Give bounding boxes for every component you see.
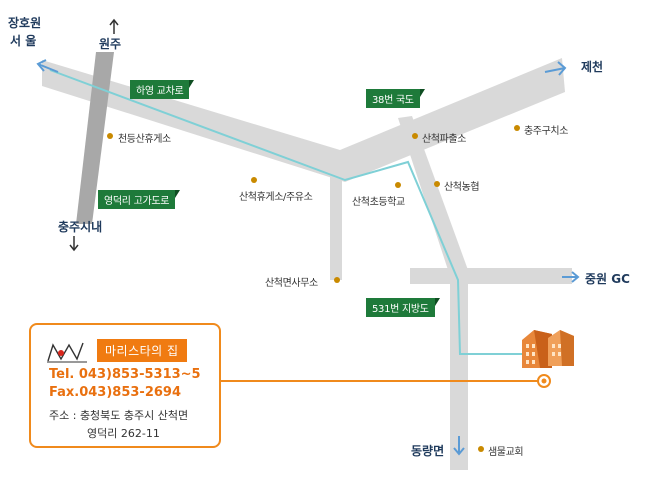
- direction-janghowon: 장호원: [8, 16, 42, 30]
- arrow-icon: [36, 59, 59, 73]
- direction-seoul: 서 울: [10, 34, 37, 48]
- contact-info-box: 마리스타의 집 Tel. 043)853-5313~5 Fax.043)853-…: [29, 323, 221, 448]
- place-dots: [107, 125, 520, 452]
- expressway: [76, 52, 114, 224]
- phone-number: Tel. 043)853-5313~5: [49, 367, 201, 382]
- road-tag-route38: 38번 국도: [366, 89, 425, 108]
- direction-wonju: 원주: [99, 37, 122, 51]
- direction-jecheon: 제천: [581, 60, 604, 74]
- road-to-jungwon-gc: [410, 268, 572, 284]
- route38-road: [42, 58, 565, 182]
- arrow-icon: [544, 61, 567, 76]
- place-sancheok-nonghyup: 산척농협: [444, 182, 480, 193]
- location-marker-icon: [537, 374, 551, 388]
- arrow-icon: [109, 18, 119, 34]
- shop-name: 마리스타의 집: [97, 339, 187, 362]
- place-sancheok-school: 산척초등학교: [352, 197, 405, 208]
- direction-dongnyang: 동량면: [411, 444, 445, 458]
- direction-chungju-city: 충주시내: [58, 220, 103, 234]
- place-chungju-gucheso: 충주구치소: [524, 126, 569, 137]
- road-tag-haeyoung-bridge: 하영 교차로: [130, 80, 195, 99]
- arrow-icon: [453, 436, 465, 456]
- logo-icon: [47, 342, 87, 363]
- place-sancheok-police: 산척파출소: [422, 134, 467, 145]
- direction-jungwon-gc: 중원 GC: [585, 272, 630, 286]
- place-saemmul-church: 샘물교회: [488, 447, 524, 458]
- building-icon: [522, 330, 574, 368]
- road-to-office: [330, 168, 342, 280]
- road-tag-route531: 531번 지방도: [366, 298, 440, 317]
- fax-number: Fax.043)853-2694: [49, 385, 182, 400]
- place-cheondeung-rest: 천등산휴게소: [118, 134, 171, 145]
- arrow-icon: [69, 236, 79, 252]
- place-sancheok-rest-gas: 산척휴게소/주유소: [239, 192, 313, 203]
- road-tag-yeongdeok-overpass: 영덕리 고가도로: [98, 190, 181, 209]
- address-line-1: 주소 : 충청북도 충주시 산척면: [49, 409, 189, 422]
- arrow-icon: [562, 271, 580, 283]
- place-sancheok-office: 산척면사무소: [265, 278, 318, 289]
- address-line-2: 영덕리 262-11: [87, 427, 160, 440]
